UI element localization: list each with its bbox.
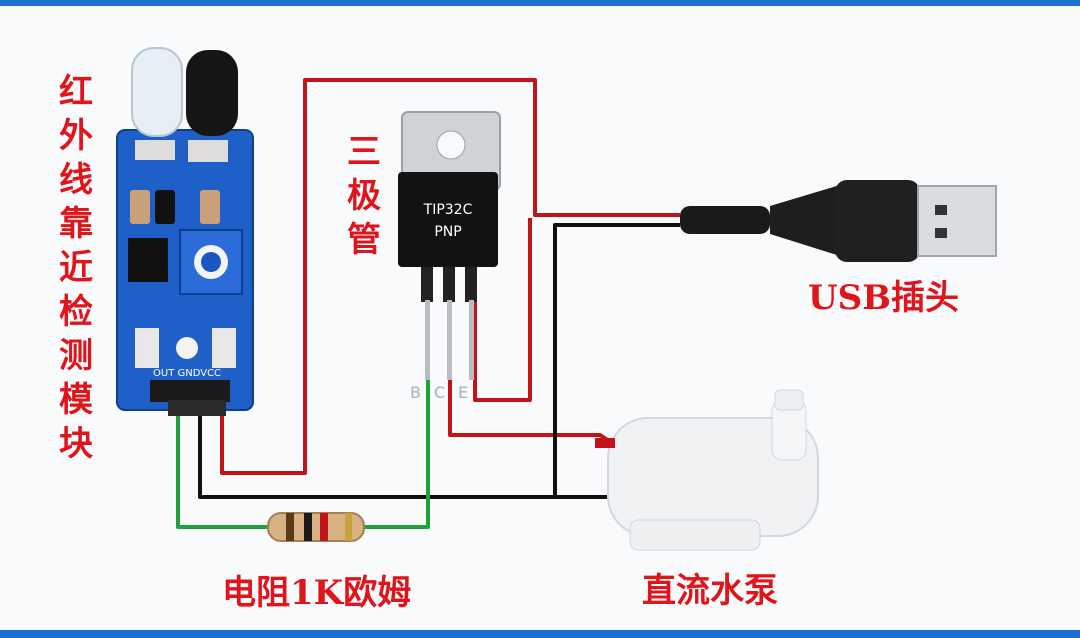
pump-label: 直流水泵 (642, 571, 778, 611)
usb-plug (680, 180, 997, 262)
transistor-body (398, 172, 498, 267)
resistor-1k (267, 512, 365, 542)
resistor-label: 电阻1K欧姆 (222, 573, 412, 613)
pin-label-b: B (410, 383, 421, 402)
wire-signal-out (176, 410, 270, 529)
header-pins (168, 400, 226, 416)
module-pin-labels: OUT GNDVCC (153, 368, 221, 379)
pin-label-c: C (434, 383, 445, 402)
pin-label-e: E (458, 383, 468, 402)
usb-plug-label: USB插头 (808, 278, 959, 318)
ir-module-label: 红外线靠近检测模块 (59, 72, 93, 464)
ir-receiver-led (186, 50, 238, 136)
ir-sensor-module: OUT GNDVCC (116, 47, 254, 416)
transistor-part-number: TIP32C (423, 202, 473, 218)
water-pump (595, 389, 819, 551)
wire-signal-to-base (362, 300, 430, 529)
ir-emitter-led (131, 47, 183, 137)
transistor-type: PNP (434, 224, 461, 240)
potentiometer (179, 229, 243, 295)
comparator-chip (128, 238, 168, 282)
wire-emitter-to-plus (473, 218, 532, 402)
usb-metal-connector (917, 185, 997, 257)
transistor-label: 三极管 (347, 132, 381, 260)
wire-vcc-to-emitter (220, 78, 680, 475)
transistor-tip32c: TIP32C PNP B C E (398, 111, 501, 402)
